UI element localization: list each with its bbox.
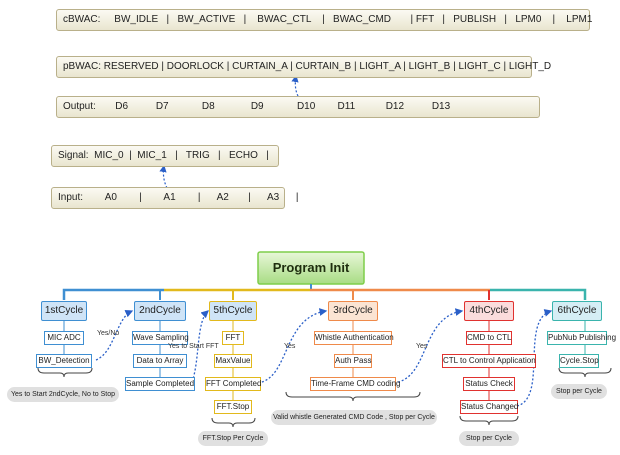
cycle-1-header: 1stCycle (41, 301, 87, 321)
pbwac-bar: pBWAC: RESERVED | DOORLOCK | CURTAIN_A |… (56, 56, 551, 78)
link-5th-to-3rd (257, 308, 328, 384)
cycle-1-item: BW_Detection (36, 354, 92, 368)
cycle-5-item: FFT Completed (205, 377, 261, 391)
cycle-3-item: Time-Frame CMD coding (310, 377, 401, 391)
cycle-4-item: CMD to CTL (466, 331, 512, 345)
cycle-3-item: Whistle Authentication (314, 331, 394, 345)
cycle-5-caption: FFT.Stop Per Cycle (198, 431, 268, 446)
cycle-4-header: 4thCycle (464, 301, 514, 321)
output-bar: Output: D6 D7 D8 D9 D10 D11 D12 D13 (56, 96, 540, 118)
link-label-yes-fft: Yes to Start FFT (168, 343, 219, 350)
link-label-yes-4th: Yes (416, 343, 428, 350)
cycle-6-item: Cycle.Stop (559, 354, 599, 368)
input-bar: Input: A0 | A1 | A2 | A3 | (51, 187, 299, 209)
cycle-4-item: Status Check (463, 377, 515, 391)
cycle-1-item: MIC ADC (44, 331, 84, 345)
signal-bar: Signal: MIC_0 | MIC_1 | TRIG | ECHO | (51, 145, 279, 167)
cycle-4-item: Status Changed (460, 400, 518, 414)
link-2nd-to-5th (191, 310, 209, 383)
cycle-4-item: CTL to Control Application (442, 354, 536, 368)
cycle-2-item: Sample Completed (125, 377, 195, 391)
cycle-3-header: 3rdCycle (328, 301, 378, 321)
cycle-5-item: MaxValue (214, 354, 252, 368)
cycle-6-header: 6thCycle (552, 301, 602, 321)
cycle-2-item: Data to Array (133, 354, 187, 368)
cycle-6-caption: Stop per Cycle (551, 384, 607, 399)
link-label-yes-3rd: Yes (284, 343, 296, 350)
cycle-2-header: 2ndCycle (134, 301, 186, 321)
cycle-6-item: PubNub Publishing (547, 331, 616, 345)
root-label: Program Init (272, 260, 350, 275)
cycle-3-caption: Valid whistle Generated CMD Code , Stop … (271, 410, 437, 425)
link-label-yes-no: Yes/No (97, 330, 120, 337)
cycle-5-header: 5thCycle (209, 301, 257, 321)
link-3rd-to-4th (393, 308, 464, 384)
link-pbwac-to-output (291, 74, 299, 97)
cycle-3-item: Auth Pass (334, 354, 372, 368)
link-input-to-signal (159, 164, 168, 189)
cycle-1-caption: Yes to Start 2ndCycle, No to Stop (7, 387, 119, 402)
link-1st-to-2nd (95, 310, 134, 361)
cycle-2-item: Wave Sampling (132, 331, 189, 345)
cycle-4-caption: Stop per Cycle (459, 431, 519, 446)
cycle-5-item: FFT.Stop (214, 400, 252, 414)
cbwac-bar: cBWAC: BW_IDLE | BW_ACTIVE | BWAC_CTL | … (56, 9, 592, 31)
cycle-5-item: FFT (222, 331, 244, 345)
braces (37, 367, 612, 428)
